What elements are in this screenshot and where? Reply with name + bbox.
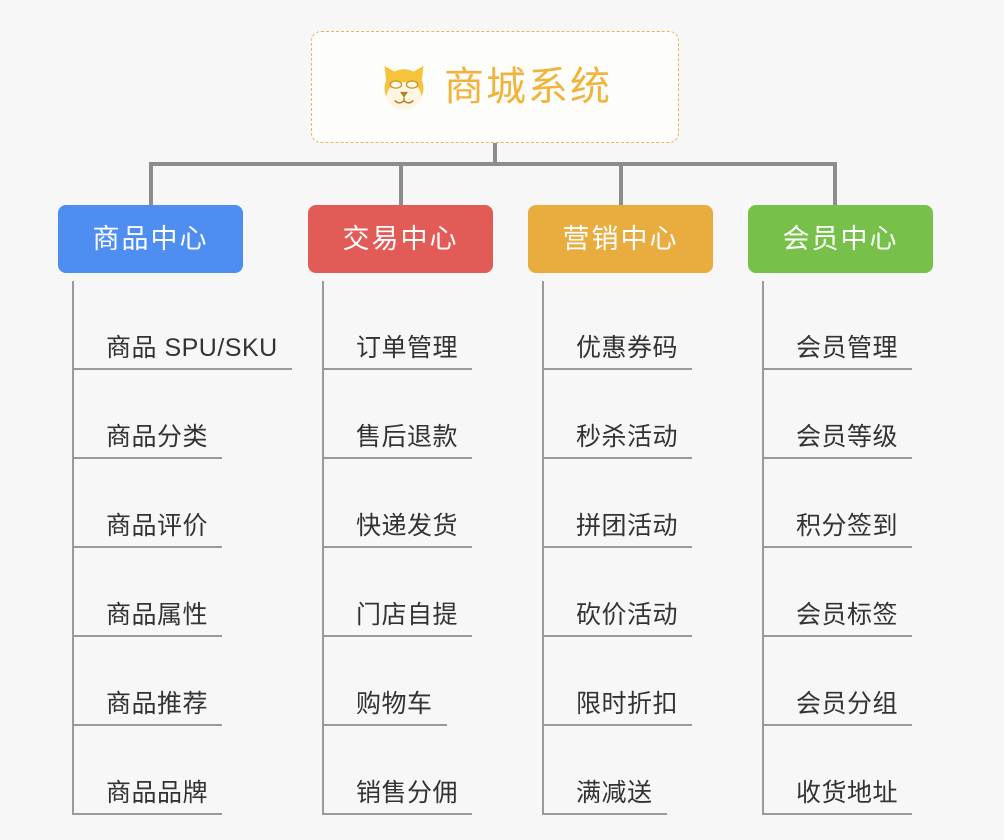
list-item[interactable]: 收货地址 — [762, 726, 913, 815]
leaf-label: 快递发货 — [356, 512, 459, 540]
leaf-label: 砍价活动 — [576, 601, 679, 629]
list-item[interactable]: 门店自提 — [322, 548, 473, 637]
connector-root-stem — [493, 143, 497, 164]
leaf-label: 商品 SPU/SKU — [106, 334, 278, 362]
leaf-label: 商品推荐 — [106, 690, 209, 718]
list-item[interactable]: 拼团活动 — [542, 459, 693, 548]
leaf-label: 门店自提 — [356, 601, 459, 629]
shiba-dog-face-icon — [384, 65, 424, 110]
list-item[interactable]: 商品推荐 — [72, 637, 292, 726]
list-item[interactable]: 会员管理 — [762, 281, 913, 370]
leaf-column-product-center: 商品 SPU/SKU 商品分类 商品评价 商品属性 商品推荐 商品品牌 — [72, 281, 292, 815]
list-item[interactable]: 销售分佣 — [322, 726, 473, 815]
leaf-column-marketing-center: 优惠券码 秒杀活动 拼团活动 砍价活动 限时折扣 满减送 — [542, 281, 693, 815]
leaf-spine — [322, 281, 324, 815]
list-item[interactable]: 优惠券码 — [542, 281, 693, 370]
list-item[interactable]: 商品 SPU/SKU — [72, 281, 292, 370]
list-item[interactable]: 会员分组 — [762, 637, 913, 726]
connector-drop-marketing-center — [619, 162, 623, 207]
category-label-member-center: 会员中心 — [782, 223, 899, 254]
leaf-label: 商品评价 — [106, 512, 209, 540]
root-node-card[interactable]: 商城系统 — [311, 31, 679, 143]
leaf-label: 会员标签 — [796, 601, 899, 629]
category-label-trade-center: 交易中心 — [342, 223, 459, 254]
list-item[interactable]: 砍价活动 — [542, 548, 693, 637]
list-item[interactable]: 商品品牌 — [72, 726, 292, 815]
leaf-label: 优惠券码 — [576, 334, 679, 362]
leaf-label: 拼团活动 — [576, 512, 679, 540]
category-box-member-center[interactable]: 会员中心 — [748, 205, 933, 273]
list-item[interactable]: 会员标签 — [762, 548, 913, 637]
list-item[interactable]: 商品分类 — [72, 370, 292, 459]
connector-drop-product-center — [149, 162, 153, 207]
list-item[interactable]: 秒杀活动 — [542, 370, 693, 459]
category-label-product-center: 商品中心 — [92, 223, 209, 254]
leaf-label: 商品属性 — [106, 601, 209, 629]
leaf-label: 售后退款 — [356, 423, 459, 451]
leaf-label: 秒杀活动 — [576, 423, 679, 451]
list-item[interactable]: 会员等级 — [762, 370, 913, 459]
list-item[interactable]: 订单管理 — [322, 281, 473, 370]
list-item[interactable]: 限时折扣 — [542, 637, 693, 726]
leaf-label: 购物车 — [356, 690, 433, 718]
category-box-marketing-center[interactable]: 营销中心 — [528, 205, 713, 273]
category-label-marketing-center: 营销中心 — [562, 223, 679, 254]
leaf-label: 会员分组 — [796, 690, 899, 718]
connector-horizontal-bus — [149, 162, 837, 166]
leaf-label: 满减送 — [576, 779, 653, 807]
category-box-trade-center[interactable]: 交易中心 — [308, 205, 493, 273]
list-item[interactable]: 售后退款 — [322, 370, 473, 459]
leaf-column-member-center: 会员管理 会员等级 积分签到 会员标签 会员分组 收货地址 — [762, 281, 913, 815]
list-item[interactable]: 满减送 — [542, 726, 692, 815]
leaf-label: 限时折扣 — [576, 690, 679, 718]
leaf-label: 收货地址 — [796, 779, 899, 807]
leaf-label: 会员管理 — [796, 334, 899, 362]
list-item[interactable]: 商品评价 — [72, 459, 292, 548]
connector-drop-member-center — [833, 162, 837, 207]
leaf-spine — [762, 281, 764, 815]
leaf-label: 积分签到 — [796, 512, 899, 540]
leaf-label: 会员等级 — [796, 423, 899, 451]
list-item[interactable]: 快递发货 — [322, 459, 473, 548]
leaf-label: 订单管理 — [356, 334, 459, 362]
leaf-label: 商品分类 — [106, 423, 209, 451]
list-item[interactable]: 商品属性 — [72, 548, 292, 637]
leaf-column-trade-center: 订单管理 售后退款 快递发货 门店自提 购物车 销售分佣 — [322, 281, 473, 815]
category-box-product-center[interactable]: 商品中心 — [58, 205, 243, 273]
leaf-label: 商品品牌 — [106, 779, 209, 807]
list-item[interactable]: 积分签到 — [762, 459, 913, 548]
leaf-label: 销售分佣 — [356, 779, 459, 807]
leaf-spine — [72, 281, 74, 815]
list-item[interactable]: 购物车 — [322, 637, 472, 726]
leaf-spine — [542, 281, 544, 815]
root-node-title: 商城系统 — [444, 65, 612, 109]
connector-drop-trade-center — [399, 162, 403, 207]
